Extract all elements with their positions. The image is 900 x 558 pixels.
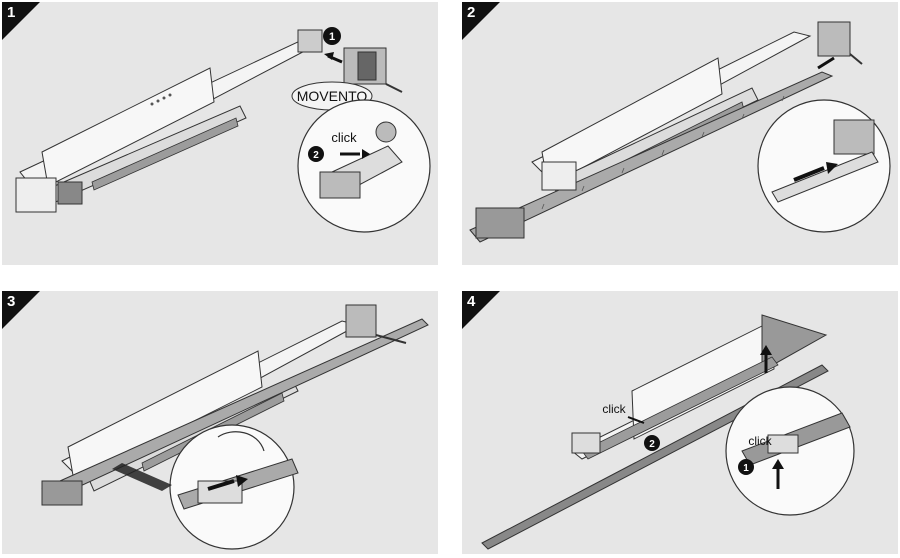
- step-4-panel: click 2 click 1 4: [462, 291, 898, 554]
- step-number: 4: [467, 293, 476, 310]
- step-1-panel: 1 MOVENTO click 2 1: [2, 2, 438, 265]
- step-number: 3: [7, 293, 16, 310]
- step-a-marker: 1: [743, 463, 749, 474]
- click-label-upper: click: [602, 402, 626, 416]
- step-b-marker: 2: [313, 150, 319, 161]
- step-b-marker: 2: [649, 439, 655, 450]
- step-4-illustration: click 2 click 1: [481, 314, 855, 550]
- click-label: click: [331, 130, 357, 145]
- step-a-marker: 1: [329, 31, 335, 43]
- step-3-illustration: [41, 304, 429, 550]
- step-badge: [2, 291, 40, 329]
- step-2-illustration: [469, 21, 891, 243]
- step-badge: [462, 2, 500, 40]
- step-badge: [462, 291, 500, 329]
- step-2-panel: 2: [462, 2, 898, 265]
- step-number: 2: [467, 4, 476, 21]
- brand-label: MOVENTO: [297, 88, 368, 104]
- click-label-lower: click: [748, 434, 772, 448]
- step-3-panel: 3: [2, 291, 438, 554]
- step-badge: [2, 2, 40, 40]
- step-1-illustration: 1 MOVENTO click 2: [15, 27, 431, 233]
- step-number: 1: [7, 4, 16, 21]
